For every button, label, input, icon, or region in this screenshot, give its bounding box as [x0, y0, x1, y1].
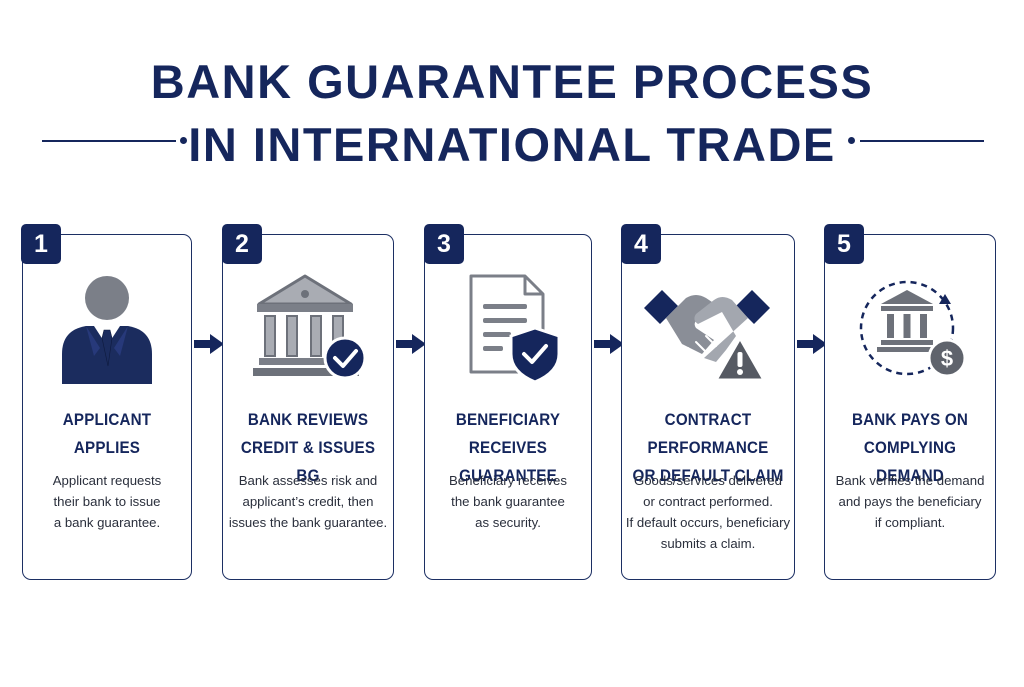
step-title-3: BENEFICIARY RECEIVES GUARANTEE — [455, 411, 561, 485]
title-line-2: IN INTERNATIONAL TRADE — [188, 118, 836, 171]
step-description-3: Beneficiary receives the bank guarantee … — [448, 473, 567, 530]
document-shield-icon — [423, 268, 593, 386]
step-description-2: Bank assesses risk and applicant’s credi… — [228, 473, 388, 530]
arrow-right-icon — [797, 334, 827, 354]
step-description-4: Goods/services delivered or contract per… — [625, 473, 791, 551]
bank-check-icon — [223, 268, 393, 386]
person-icon — [22, 268, 192, 386]
step-number-3: 3 — [424, 224, 464, 264]
step-card-4 — [621, 234, 795, 580]
step-number-5: 5 — [824, 224, 864, 264]
arrow-right-icon — [594, 334, 624, 354]
step-number-1: 1 — [21, 224, 61, 264]
step-title-4: CONTRACT PERFORMANCE OR DEFAULT CLAIM — [632, 411, 784, 485]
step-title-5: BANK PAYS ON COMPLYING DEMAND — [851, 411, 969, 485]
svg-text:$: $ — [941, 346, 953, 371]
step-number-2: 2 — [222, 224, 262, 264]
step-description-5: Bank verifies the demand and pays the be… — [835, 473, 985, 530]
title-rule-right — [860, 140, 984, 142]
arrow-right-icon — [396, 334, 426, 354]
step-description-1: Applicant requests their bank to issue a… — [52, 473, 162, 530]
bank-dollar-icon: $ — [825, 268, 995, 386]
handshake-warning-icon — [622, 268, 792, 386]
title-rule-left — [42, 140, 176, 142]
title-rule-dot-left — [180, 137, 187, 144]
step-title-2: BANK REVIEWS CREDIT & ISSUES BG — [240, 411, 376, 485]
step-number-4: 4 — [621, 224, 661, 264]
step-title-1: APPLICANT APPLIES — [62, 411, 152, 457]
arrow-right-icon — [194, 334, 224, 354]
title-rule-dot-right — [848, 137, 855, 144]
title-line-1: BANK GUARANTEE PROCESS — [150, 55, 874, 108]
